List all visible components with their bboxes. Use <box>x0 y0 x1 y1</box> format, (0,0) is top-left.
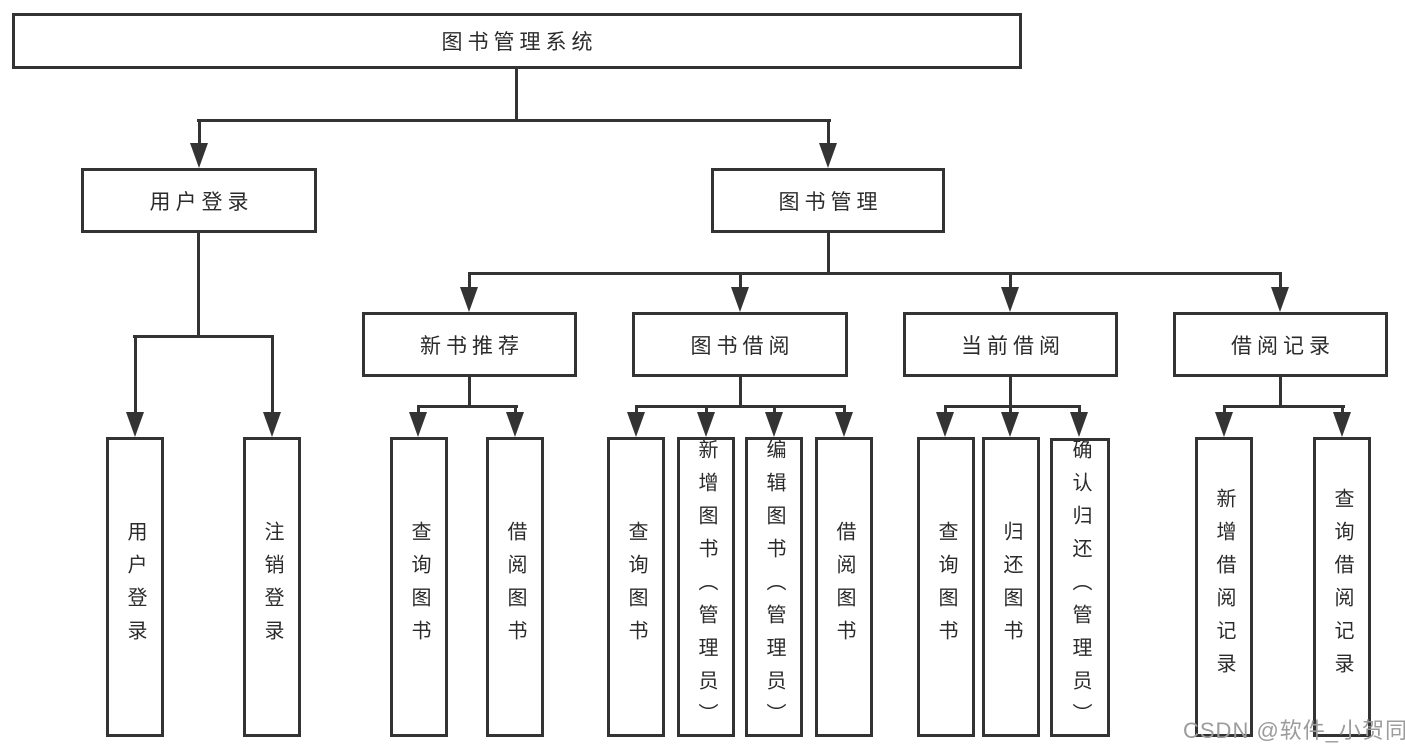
arrow-down-to-add-books <box>697 405 715 437</box>
node-query-borrow-record: 查询借阅记录 <box>1313 437 1371 737</box>
node-label: 用户登录 <box>149 190 254 214</box>
node-book-borrowing: 图书借阅 <box>632 312 848 377</box>
node-logout-leaf: 注销登录 <box>243 437 301 737</box>
node-query-books-1: 查询图书 <box>390 437 448 737</box>
csdn-watermark: CSDN @软件_小贺同学 <box>1183 718 1405 743</box>
node-query-books-2: 查询图书 <box>607 437 665 737</box>
arrow-down-to-borrowing-records <box>1271 272 1289 312</box>
arrow-down-to-query-borrow-record <box>1333 405 1351 437</box>
node-label: 归还图书 <box>1000 521 1022 653</box>
arrow-down-to-current-borrowing <box>1001 272 1019 312</box>
node-add-borrow-record: 新增借阅记录 <box>1195 437 1253 737</box>
node-user-login-branch: 用户登录 <box>81 168 317 233</box>
node-return-books: 归还图书 <box>982 437 1040 737</box>
node-label: 图书管理系统 <box>441 31 598 54</box>
node-label: 用户登录 <box>124 521 146 653</box>
arrow-down-to-query-books-2 <box>627 405 645 437</box>
node-label: 借阅图书 <box>504 521 526 653</box>
node-label: 图书管理 <box>778 190 883 214</box>
connector-rail-book-management <box>468 272 1281 275</box>
node-label: 注销登录 <box>261 521 283 653</box>
arrow-down-to-new-book-recommend <box>460 272 478 312</box>
connector-stem-new-book-recommend <box>468 377 471 405</box>
node-label: 借阅记录 <box>1231 334 1335 358</box>
arrow-down-to-add-borrow-record <box>1215 405 1233 437</box>
node-label: 图书借阅 <box>690 334 795 358</box>
connector-rail-user-login <box>133 335 274 338</box>
node-borrow-books-1: 借阅图书 <box>486 437 544 737</box>
node-label: 新增图书（管理员） <box>695 438 717 736</box>
arrow-down-to-borrow-books-2 <box>835 405 853 437</box>
arrow-down-to-logout-leaf <box>263 335 281 437</box>
arrow-down-to-user-login-leaf <box>126 335 144 437</box>
node-label: 查询图书 <box>625 521 647 653</box>
node-label: 编辑图书（管理员） <box>763 438 785 736</box>
node-user-login-leaf: 用户登录 <box>106 437 164 737</box>
node-label: 确认归还（管理员） <box>1069 439 1091 736</box>
connector-rail-borrowing-records <box>1223 405 1345 408</box>
node-label: 查询图书 <box>408 521 430 653</box>
connector-rail-current-borrowing <box>944 405 1081 408</box>
arrow-down-to-book-management <box>819 119 837 168</box>
node-borrowing-records: 借阅记录 <box>1173 312 1388 377</box>
connector-rail-root <box>197 119 831 122</box>
arrow-down-to-book-borrowing <box>731 272 749 312</box>
connector-stem-book-borrowing <box>739 377 742 405</box>
arrow-down-to-query-books-3 <box>936 405 954 437</box>
connector-rail-new-book-recommend <box>417 405 518 408</box>
node-edit-books-admin: 编辑图书（管理员） <box>745 437 803 737</box>
connector-stem-current-borrowing <box>1009 377 1012 405</box>
node-current-borrowing: 当前借阅 <box>903 312 1118 377</box>
node-new-book-recommend: 新书推荐 <box>362 312 577 377</box>
connector-stem-borrowing-records <box>1279 377 1282 405</box>
node-query-books-3: 查询图书 <box>917 437 975 737</box>
arrow-down-to-return-books <box>1001 405 1019 437</box>
node-label: 查询图书 <box>935 521 957 653</box>
node-borrow-books-2: 借阅图书 <box>815 437 873 737</box>
node-label: 借阅图书 <box>833 521 855 653</box>
node-confirm-return-admin: 确认归还（管理员） <box>1050 438 1110 737</box>
node-label: 当前借阅 <box>961 334 1065 358</box>
arrow-down-to-borrow-books-1 <box>506 405 524 437</box>
node-label: 新书推荐 <box>420 334 524 358</box>
node-book-management-branch: 图书管理 <box>711 168 945 233</box>
connector-rail-book-borrowing <box>635 405 846 408</box>
arrow-down-to-edit-books <box>765 405 783 437</box>
connector-stem-user-login <box>197 233 200 335</box>
connector-stem-root <box>515 69 518 119</box>
arrow-down-to-confirm-return <box>1070 405 1088 437</box>
connector-stem-book-management <box>827 233 830 272</box>
node-add-books-admin: 新增图书（管理员） <box>677 437 735 737</box>
node-label: 查询借阅记录 <box>1331 488 1353 686</box>
arrow-down-to-user-login <box>190 119 208 168</box>
arrow-down-to-query-books-1 <box>409 405 427 437</box>
node-library-management-system: 图书管理系统 <box>12 13 1022 69</box>
node-label: 新增借阅记录 <box>1213 488 1235 686</box>
